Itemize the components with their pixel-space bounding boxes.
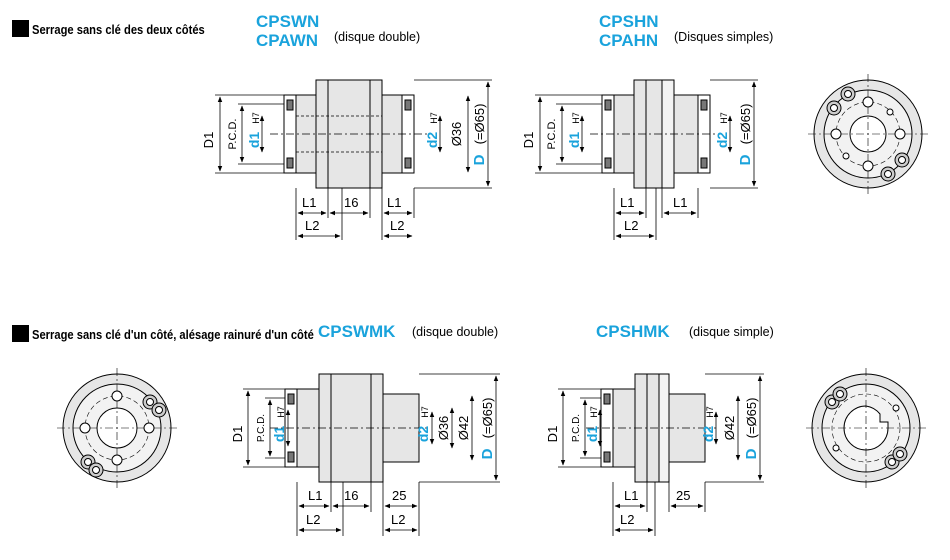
cpswmk-side-view (270, 373, 430, 483)
dim-L1: L1 (673, 195, 687, 210)
dim-L1: L1 (308, 488, 322, 503)
dim-D: D (479, 448, 496, 459)
dim-pcd: P.C.D. (256, 414, 267, 442)
section1-title: Serrage sans clé des deux côtés (32, 22, 205, 37)
note-cpshmk: (disque simple) (689, 325, 774, 339)
cpshn-side-view (590, 79, 722, 189)
dim-L1: L1 (387, 195, 401, 210)
dim-d1: d1 (271, 426, 287, 443)
dim-D-val: (=Ø65) (744, 398, 759, 439)
dim-pcd: P.C.D. (571, 414, 582, 442)
dim-d1: d1 (584, 426, 600, 443)
dim-D1: D1 (545, 426, 560, 443)
dim-h7: H7 (705, 406, 715, 418)
dim-L2: L2 (390, 218, 404, 233)
section2-title: Serrage sans clé d'un côté, alésage rain… (32, 327, 314, 342)
cpshmk-dimension-labels: D1 P.C.D. d1 H7 d2 H7 Ø42 D (=Ø65) L1 25… (545, 398, 760, 527)
front-view-bottom-left (57, 368, 177, 488)
model-cpswn: CPSWN (256, 12, 320, 31)
dim-16: 16 (344, 195, 358, 210)
cpshmk-side-view (586, 373, 716, 483)
model-cpahn: CPAHN (599, 31, 659, 50)
section2-heading: Serrage sans clé d'un côté, alésage rain… (12, 325, 360, 344)
dim-D1: D1 (201, 132, 216, 149)
section1-heading: Serrage sans clé des deux côtés (12, 20, 233, 39)
dim-L2: L2 (306, 512, 320, 527)
cpswn-side-view (270, 79, 430, 189)
dim-L1: L1 (624, 488, 638, 503)
dim-D1: D1 (230, 426, 245, 443)
section-bullet (12, 325, 29, 342)
dim-D: D (737, 154, 754, 165)
front-view-bottom-right (806, 368, 926, 488)
dim-D: D (743, 448, 760, 459)
cpshn-dimension-labels: D1 P.C.D. d1 H7 d2 H7 D (=Ø65) L1 L1 L2 (521, 104, 754, 233)
dim-d2: d2 (714, 132, 730, 149)
cpshn-dimension-lines (535, 79, 758, 240)
dim-h7: H7 (420, 406, 430, 418)
dim-L1: L1 (620, 195, 634, 210)
dim-D-val: (=Ø65) (472, 104, 487, 145)
note-cpswmk: (disque double) (412, 325, 499, 339)
cpswmk-dimension-labels: D1 P.C.D. d1 H7 d2 H7 Ø36 Ø42 D (=Ø65) L… (230, 398, 496, 527)
dim-d1: d1 (566, 132, 582, 149)
dim-h7: H7 (719, 112, 729, 124)
dim-L2: L2 (305, 218, 319, 233)
dim-L1: L1 (302, 195, 316, 210)
dim-pcd: P.C.D. (227, 119, 239, 150)
model-cpswn-group: CPSWN CPAWN (256, 12, 319, 50)
dim-d36: Ø36 (436, 416, 451, 441)
cpshmk-dimension-lines (558, 373, 764, 536)
front-view-top (808, 74, 928, 194)
model-cpshn-group: CPSHN CPAHN (599, 12, 659, 50)
section-bullet (12, 20, 29, 37)
dim-d42: Ø42 (722, 416, 737, 441)
dim-D: D (471, 154, 488, 165)
model-cpawn: CPAWN (256, 31, 319, 50)
dim-D1: D1 (521, 132, 536, 149)
dim-D-val: (=Ø65) (738, 104, 753, 145)
dim-pcd: P.C.D. (546, 119, 558, 150)
dim-h7: H7 (276, 406, 286, 418)
dim-d42: Ø42 (456, 416, 471, 441)
dim-25: 25 (392, 488, 406, 503)
dim-h7: H7 (429, 112, 439, 124)
dim-D-val: (=Ø65) (480, 398, 495, 439)
dim-L2: L2 (620, 512, 634, 527)
note-cpswn: (disque double) (334, 30, 421, 44)
dim-16: 16 (344, 488, 358, 503)
dim-L2: L2 (391, 512, 405, 527)
cpswmk-dimension-lines (243, 373, 500, 536)
dim-d36: Ø36 (449, 122, 464, 147)
model-cpshmk: CPSHMK (596, 322, 670, 341)
dim-25: 25 (676, 488, 690, 503)
cpswn-dimension-labels: D1 P.C.D. d1 H7 d2 H7 Ø36 D (=Ø65) L1 16… (201, 104, 488, 233)
dim-L2: L2 (624, 218, 638, 233)
dim-d2: d2 (415, 426, 431, 443)
cpswn-dimension-lines (215, 79, 492, 240)
model-cpswmk: CPSWMK (318, 322, 396, 341)
dim-d2: d2 (700, 426, 716, 443)
dim-d1: d1 (246, 132, 262, 149)
model-cpshn: CPSHN (599, 12, 659, 31)
dim-h7: H7 (251, 112, 261, 124)
note-cpshn: (Disques simples) (674, 30, 774, 44)
dim-h7: H7 (589, 406, 599, 418)
dim-h7: H7 (571, 112, 581, 124)
dim-d2: d2 (424, 132, 440, 149)
